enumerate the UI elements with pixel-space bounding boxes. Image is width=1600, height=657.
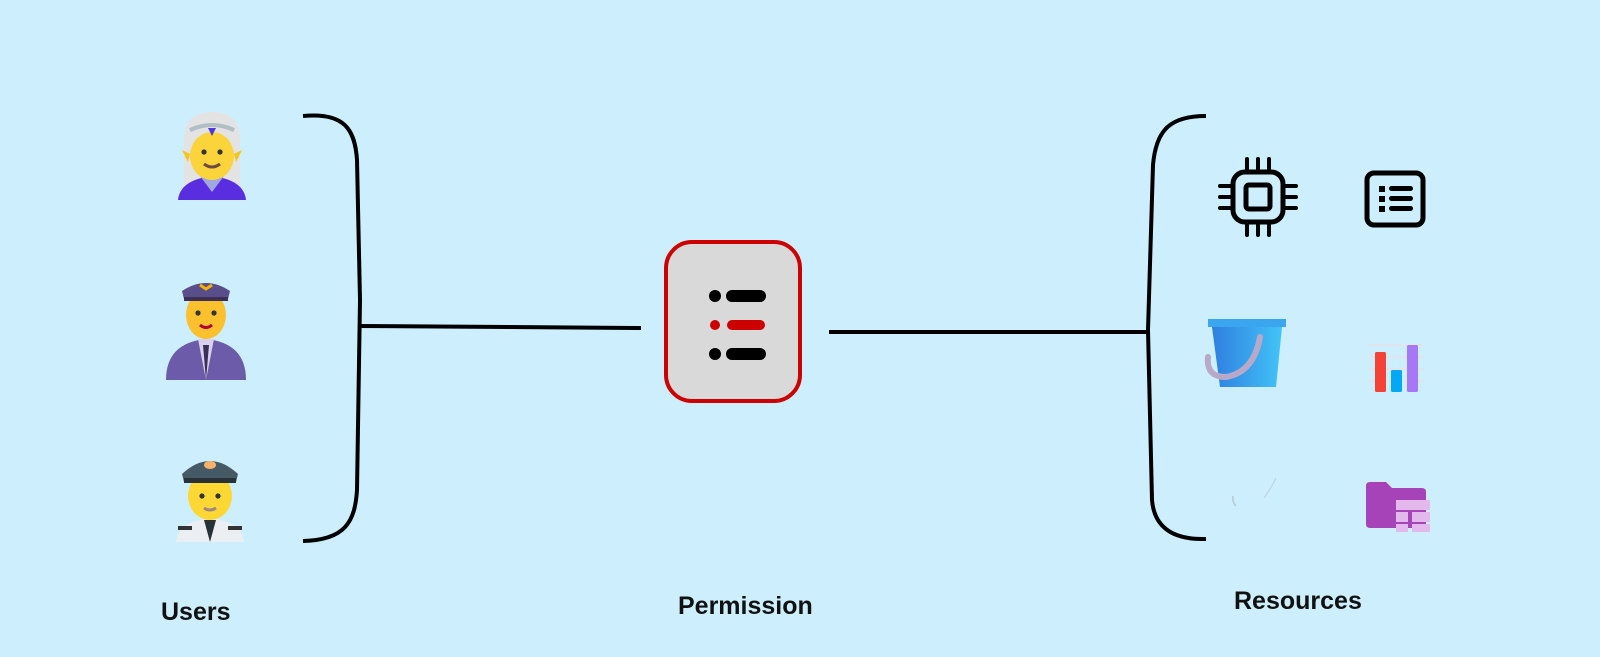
users-bracket: [302, 113, 363, 543]
shared-folder: [1364, 480, 1432, 534]
users-label: Users: [161, 598, 231, 626]
captain-user: [174, 452, 246, 542]
cpu-chip-icon: [1218, 157, 1298, 237]
bar-chart-icon: [1368, 344, 1424, 392]
cpu-chip: [1217, 157, 1299, 237]
elf-woman-icon: [178, 112, 246, 200]
pilot-user: [164, 275, 248, 380]
folder-icon: [1366, 482, 1430, 532]
list-document: [1364, 170, 1428, 228]
list-box-icon: [1364, 170, 1426, 228]
captain-man-icon: [176, 461, 244, 542]
storage-bucket: [1204, 317, 1286, 389]
resources-bracket: [1145, 114, 1207, 542]
permission-label: Permission: [678, 592, 813, 620]
bar-chart: [1368, 342, 1424, 398]
bucket-icon: [1204, 319, 1286, 387]
faint-shape-icon: [1232, 477, 1277, 507]
faint-item: [1228, 476, 1278, 508]
permission-node: [664, 240, 802, 403]
resources-label: Resources: [1234, 587, 1362, 615]
users-to-permission-line: [359, 324, 642, 330]
list-icon: [709, 290, 766, 360]
pilot-man-icon: [166, 283, 246, 380]
elf-woman-user: [172, 110, 252, 200]
